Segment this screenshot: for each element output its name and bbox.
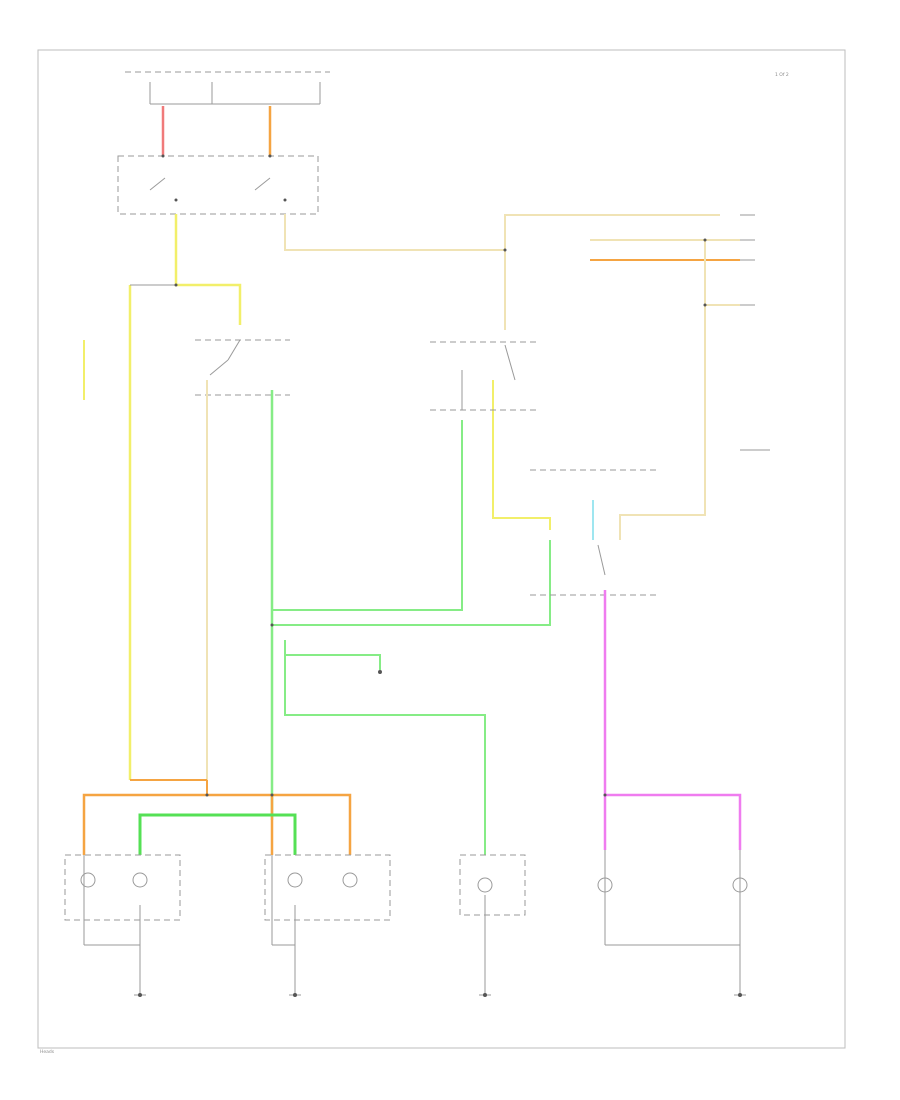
wire-tan-right-vertical [619, 240, 706, 540]
headlight-switch [117, 154, 319, 215]
wire-green-d [284, 655, 486, 855]
page-number-label: 1 Of 2 [775, 72, 789, 78]
diagram-frame [37, 49, 846, 1049]
wire-tan-top [284, 214, 720, 251]
wire-yellow-right [492, 380, 551, 530]
wire-pink [603, 590, 742, 850]
fuse-block-top [125, 71, 330, 105]
dimmer-switch [195, 339, 290, 396]
left-headlight [64, 854, 181, 996]
wire-green-b [272, 540, 551, 626]
instrument-cluster-indicator [459, 854, 526, 996]
right-headlight [264, 854, 391, 996]
footer-label: Heads [40, 1049, 55, 1055]
park-lamps [597, 850, 748, 996]
wire-orange-bus [82, 793, 352, 855]
wire-green-a [272, 420, 463, 611]
park-switch [430, 341, 540, 411]
wire-green-c [284, 640, 381, 670]
headlight-relay [530, 469, 660, 596]
wire-yellow-main [174, 214, 242, 325]
wire-green-bus [138, 813, 297, 855]
